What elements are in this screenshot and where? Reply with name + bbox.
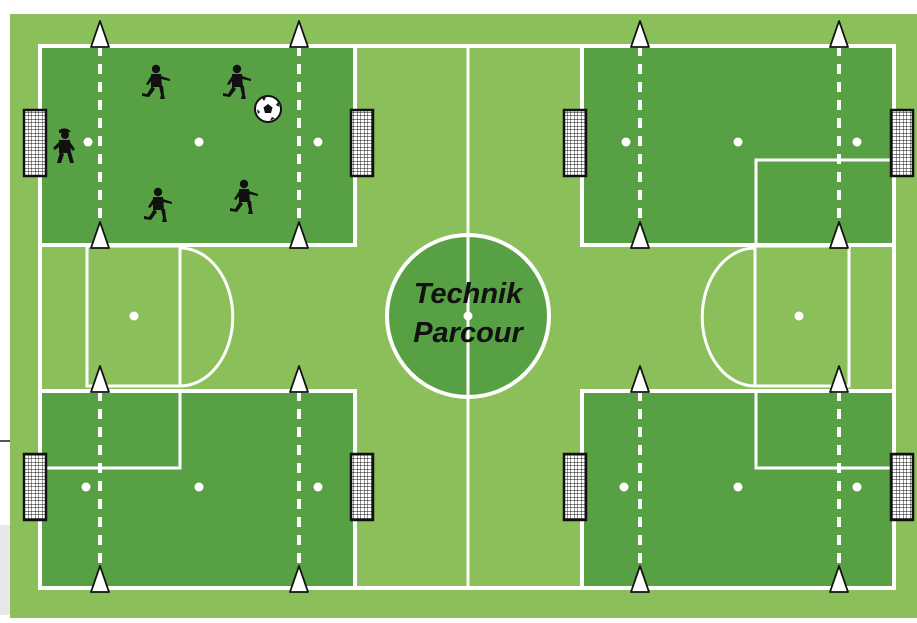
center-title-line-2: Parcour [413,317,524,349]
center-title-line-1: Technik [414,278,524,310]
goal-icon [562,452,588,522]
goal-icon [889,108,915,178]
left-penalty-arc [179,246,235,388]
left-penalty-spot [129,311,139,321]
bottom-left-zone [38,389,357,590]
top-left-zone [38,44,357,247]
goal-icon [22,452,48,522]
soccer-ball-icon [254,95,282,123]
goal-icon [562,108,588,178]
top-right-zone [580,44,896,247]
edge-mark [0,440,10,442]
bottom-right-zone [580,389,896,590]
edge-panel [0,525,10,615]
goal-icon [349,452,375,522]
goal-icon [22,108,48,178]
right-penalty-spot [794,311,804,321]
center-spot [463,311,473,321]
goal-icon [349,108,375,178]
goal-icon [889,452,915,522]
right-penalty-arc [700,246,756,388]
